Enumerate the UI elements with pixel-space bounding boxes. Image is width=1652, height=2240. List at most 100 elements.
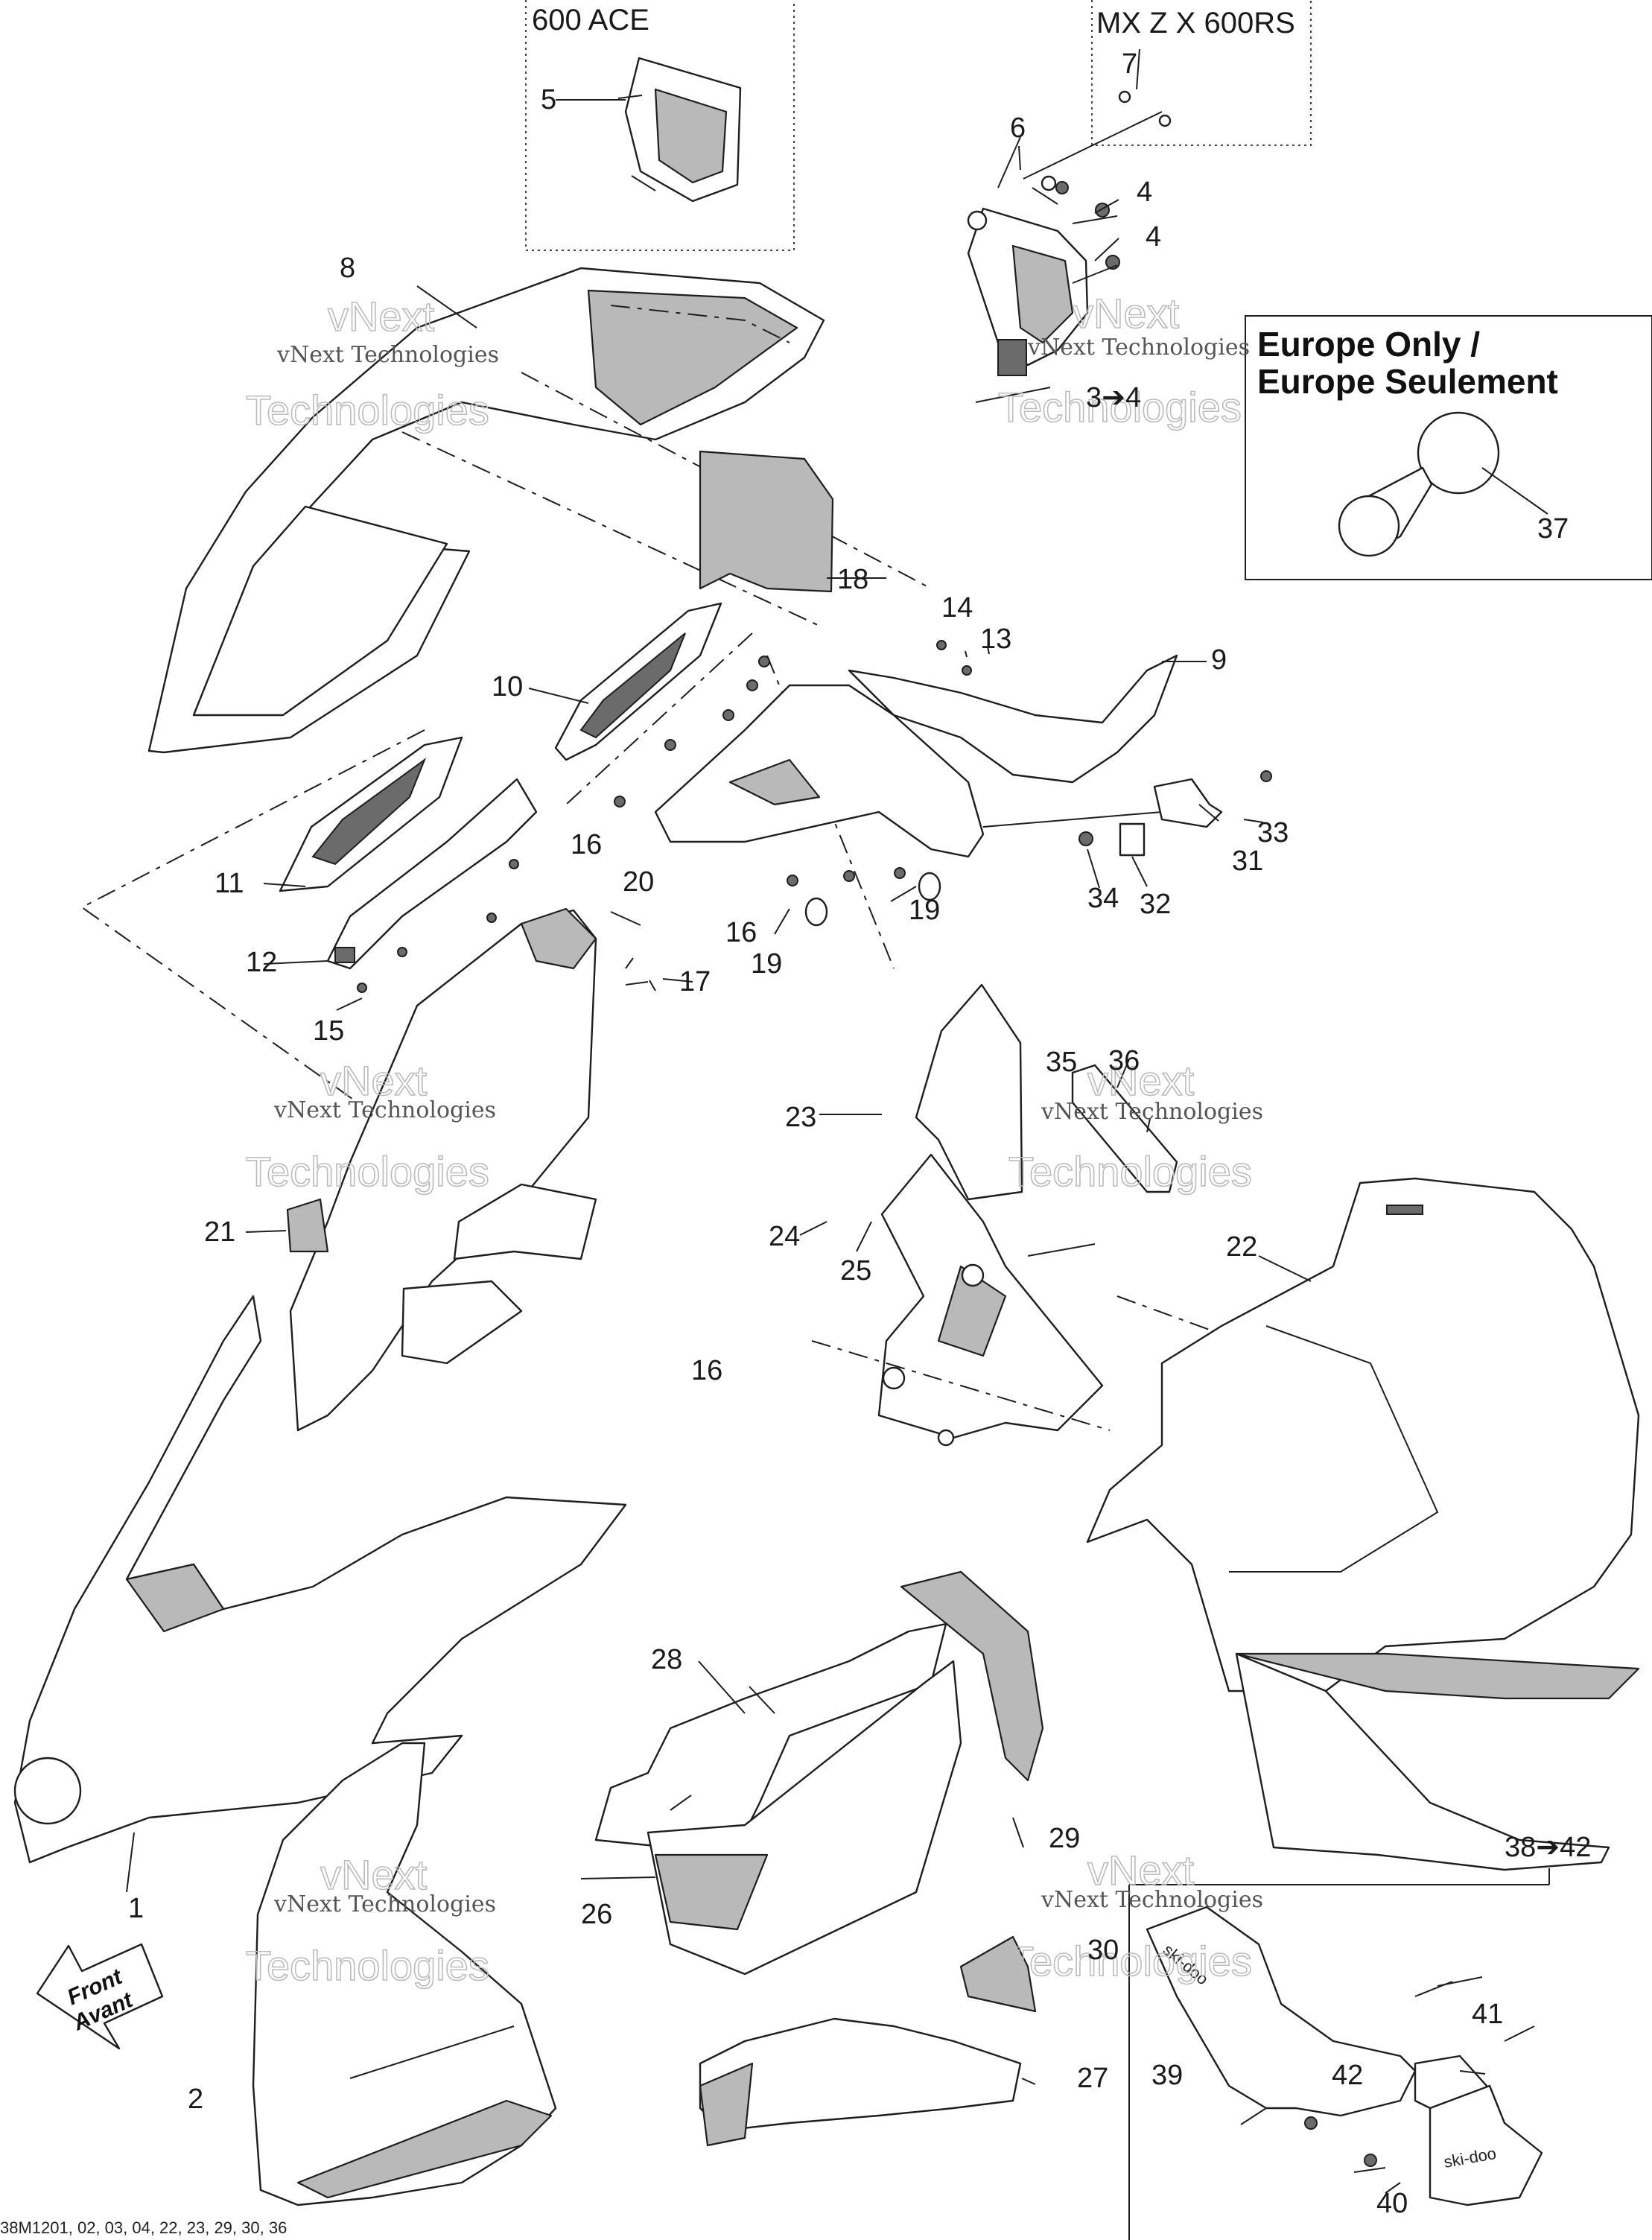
inset-600-ace-title: 600 ACE — [532, 4, 649, 37]
watermark-outline: vNext — [328, 293, 435, 340]
watermark-outline: Technologies — [246, 1942, 489, 1989]
footer-reference: 38M1201, 02, 03, 04, 22, 23, 29, 30, 36 — [0, 2218, 287, 2237]
inset-mxz: MX Z X 600RS — [1091, 0, 1312, 146]
watermark-outline: Technologies — [1008, 1148, 1252, 1195]
panel-29 — [900, 1570, 1044, 1782]
callout-17: 17 — [679, 966, 711, 997]
horn-bulb — [1417, 411, 1500, 495]
callout-3-4: 3➔4 — [1086, 382, 1141, 413]
panel-26-face — [654, 1853, 769, 1931]
front-arrow: Front Avant — [36, 1943, 164, 2050]
callout-15: 15 — [313, 1015, 344, 1047]
callout-27: 27 — [1077, 2063, 1108, 2094]
callout-labels: 5 7 6 4 4 3➔4 8 37 18 14 13 9 10 16 33 3… — [128, 48, 1591, 2219]
callout-7: 7 — [1122, 48, 1137, 80]
watermark-outline: vNext — [1073, 290, 1180, 337]
callout-18: 18 — [837, 564, 868, 595]
callout-16: 16 — [571, 829, 602, 860]
console-22 — [1086, 1177, 1640, 1871]
callout-13: 13 — [980, 624, 1011, 655]
callout-39: 39 — [1151, 2060, 1183, 2091]
callout-35: 35 — [1046, 1047, 1077, 1078]
vent-11 — [279, 736, 463, 892]
inset-mxz-title: MX Z X 600RS — [1096, 7, 1295, 39]
callout-25: 25 — [840, 1255, 871, 1286]
watermark-outline: Technologies — [246, 1148, 489, 1195]
callout-22: 22 — [1226, 1231, 1257, 1263]
side-panel-17 — [289, 909, 597, 1432]
callout-40: 40 — [1376, 2188, 1408, 2219]
panel-27-face — [699, 2062, 754, 2147]
callout-21: 21 — [204, 1216, 235, 1248]
callout-11: 11 — [215, 868, 244, 899]
callout-6: 6 — [1010, 112, 1026, 144]
vent-10 — [554, 602, 722, 761]
filler-21 — [286, 1198, 329, 1253]
inset-600-ace: 600 ACE — [525, 0, 795, 251]
watermark: vNext Technologies — [1041, 1887, 1263, 1913]
callout-29: 29 — [1049, 1823, 1080, 1854]
callout-38-42: 38➔42 — [1505, 1832, 1591, 1863]
watermark-outline: vNext — [320, 1057, 428, 1104]
callout-42: 42 — [1332, 2060, 1363, 2091]
headlight-lens — [654, 88, 728, 184]
callout-26: 26 — [581, 1899, 612, 1930]
watermark-outline: Technologies — [998, 384, 1242, 431]
strap-35 — [1071, 1064, 1178, 1193]
callout-8: 8 — [340, 253, 355, 284]
watermark: vNext Technologies — [1027, 334, 1250, 361]
watermark: vNext Technologies — [273, 1097, 496, 1123]
callout-4: 4 — [1137, 177, 1152, 208]
center-bracket-23 — [811, 983, 1282, 1447]
panel-30 — [959, 1935, 1037, 2013]
watermark-outline: vNext — [1087, 1057, 1195, 1104]
watermark-outline: Technologies — [246, 387, 489, 434]
belly-pan — [252, 1742, 557, 2206]
panel-18 — [699, 450, 834, 593]
callout-33: 33 — [1257, 817, 1289, 848]
headlight-bracket — [967, 90, 1172, 403]
callout-31: 31 — [1232, 845, 1263, 877]
callout-16: 16 — [725, 917, 757, 948]
callout-28: 28 — [651, 1644, 682, 1675]
strip-20 — [520, 907, 597, 970]
hardware — [357, 640, 1272, 993]
leader-lines — [126, 48, 1486, 2194]
callout-5: 5 — [541, 84, 556, 115]
watermark-outline: Technologies — [1008, 1938, 1252, 1984]
callout-12: 12 — [246, 947, 277, 978]
side-panel-9 — [654, 654, 1178, 858]
callout-9: 9 — [1211, 644, 1227, 676]
callout-10: 10 — [492, 671, 523, 702]
callout-34: 34 — [1087, 883, 1119, 914]
callout-14: 14 — [941, 592, 973, 624]
callout-4: 4 — [1146, 221, 1161, 253]
europe-line1: Europe Only / — [1257, 325, 1480, 364]
watermark-outline: vNext — [320, 1851, 428, 1898]
hood — [13, 1295, 627, 1864]
watermark-outline: vNext — [1087, 1847, 1195, 1894]
callout-20: 20 — [623, 866, 654, 898]
callout-19: 19 — [751, 948, 782, 980]
watermark: vNext Technologies — [273, 1891, 496, 1917]
callout-19: 19 — [909, 895, 940, 926]
callout-1: 1 — [128, 1893, 144, 1924]
windshield — [147, 267, 932, 754]
callout-24: 24 — [769, 1221, 800, 1252]
callout-30: 30 — [1087, 1935, 1119, 1966]
callout-37: 37 — [1537, 513, 1569, 545]
callout-32: 32 — [1140, 889, 1171, 920]
handguard-kit: ski-doo ski-doo — [1128, 1868, 1550, 2240]
watermark: vNext Technologies — [276, 342, 499, 368]
callout-23: 23 — [785, 1102, 816, 1133]
vent-bracket-12 — [326, 778, 538, 970]
europe-line2: Europe Seulement — [1257, 362, 1558, 401]
callout-2: 2 — [188, 2084, 203, 2115]
callout-36: 36 — [1108, 1045, 1140, 1076]
callout-41: 41 — [1472, 1999, 1503, 2030]
inset-europe: Europe Only / Europe Seulement — [1245, 315, 1652, 580]
callout-16: 16 — [691, 1355, 722, 1386]
watermark-group: vNext Technologies vNext Technologies vN… — [245, 289, 1263, 1990]
watermark: vNext Technologies — [1041, 1099, 1263, 1125]
